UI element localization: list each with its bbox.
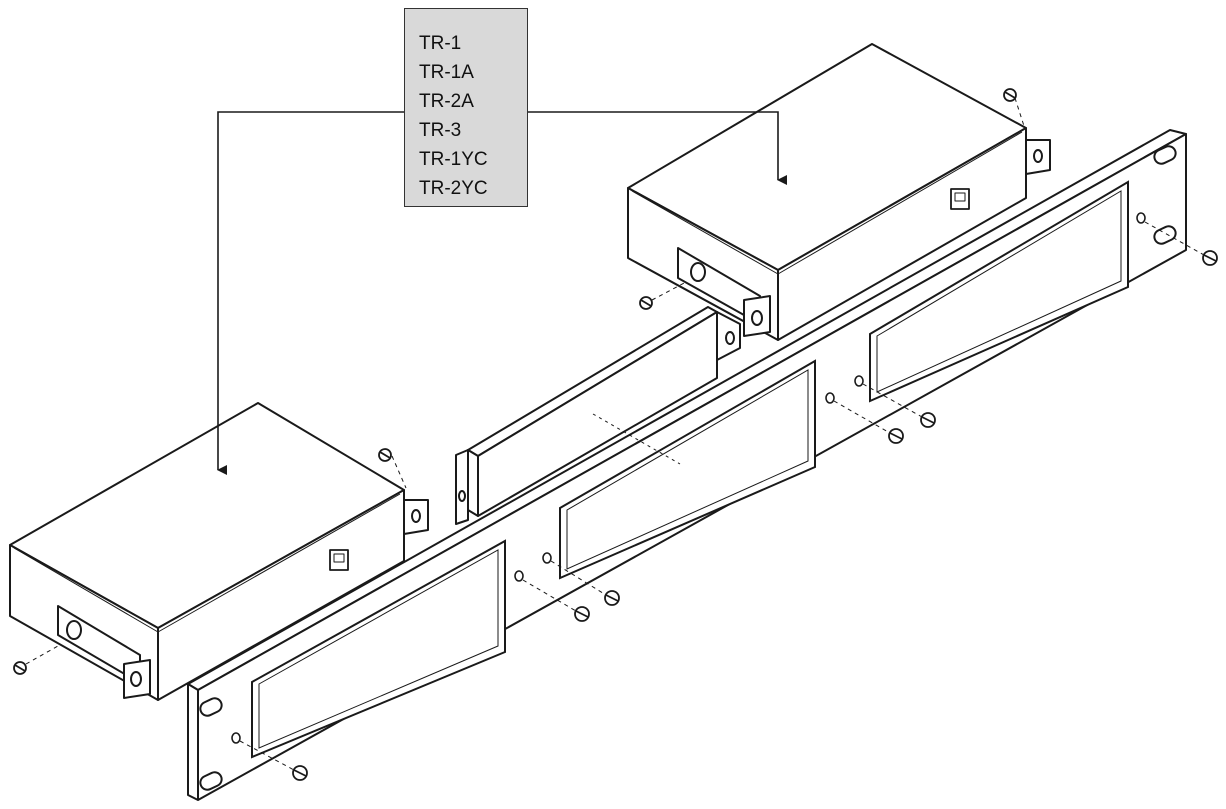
screw-icon	[639, 296, 653, 310]
screw-icon	[292, 765, 308, 781]
device-right	[627, 43, 1051, 341]
screw-icon	[1202, 250, 1218, 266]
screw-icon	[888, 428, 904, 444]
model-label: TR-1	[419, 33, 462, 54]
screw-icon	[1003, 88, 1017, 102]
screw-icon	[604, 590, 620, 606]
leader-left	[217, 111, 404, 475]
leader-right	[528, 111, 787, 185]
cutout-middle-inner	[566, 369, 809, 570]
panel-screw-holes	[231, 212, 1146, 744]
device-left	[9, 402, 429, 701]
model-label: TR-2A	[419, 91, 474, 112]
filler-center-line	[592, 413, 681, 465]
screw-alignment-lines	[25, 97, 1205, 771]
leader-lines	[217, 111, 787, 475]
cutout-right-inner	[876, 190, 1122, 393]
rack-hole-top-left	[199, 697, 223, 717]
model-label: TR-2YC	[419, 178, 488, 199]
screw-icon	[574, 606, 590, 622]
cutout-left-inner	[258, 549, 499, 749]
device-right-front	[777, 127, 1027, 341]
rack-hole-bottom-left	[199, 771, 223, 791]
device-left-front	[157, 489, 405, 701]
model-label: TR-1YC	[419, 149, 488, 170]
screw-icon	[378, 448, 392, 462]
model-label: TR-3	[419, 120, 462, 141]
rack-cutouts	[251, 180, 1129, 759]
blank-filler-plate	[455, 306, 741, 525]
screw-icon	[920, 412, 936, 428]
screws	[13, 88, 1218, 781]
screw-icon	[13, 661, 27, 675]
rack-hole-top-right	[1153, 145, 1177, 165]
model-label: TR-1A	[419, 62, 474, 83]
model-list-box: TR-1 TR-1A TR-2A TR-3 TR-1YC TR-2YC	[404, 8, 528, 207]
